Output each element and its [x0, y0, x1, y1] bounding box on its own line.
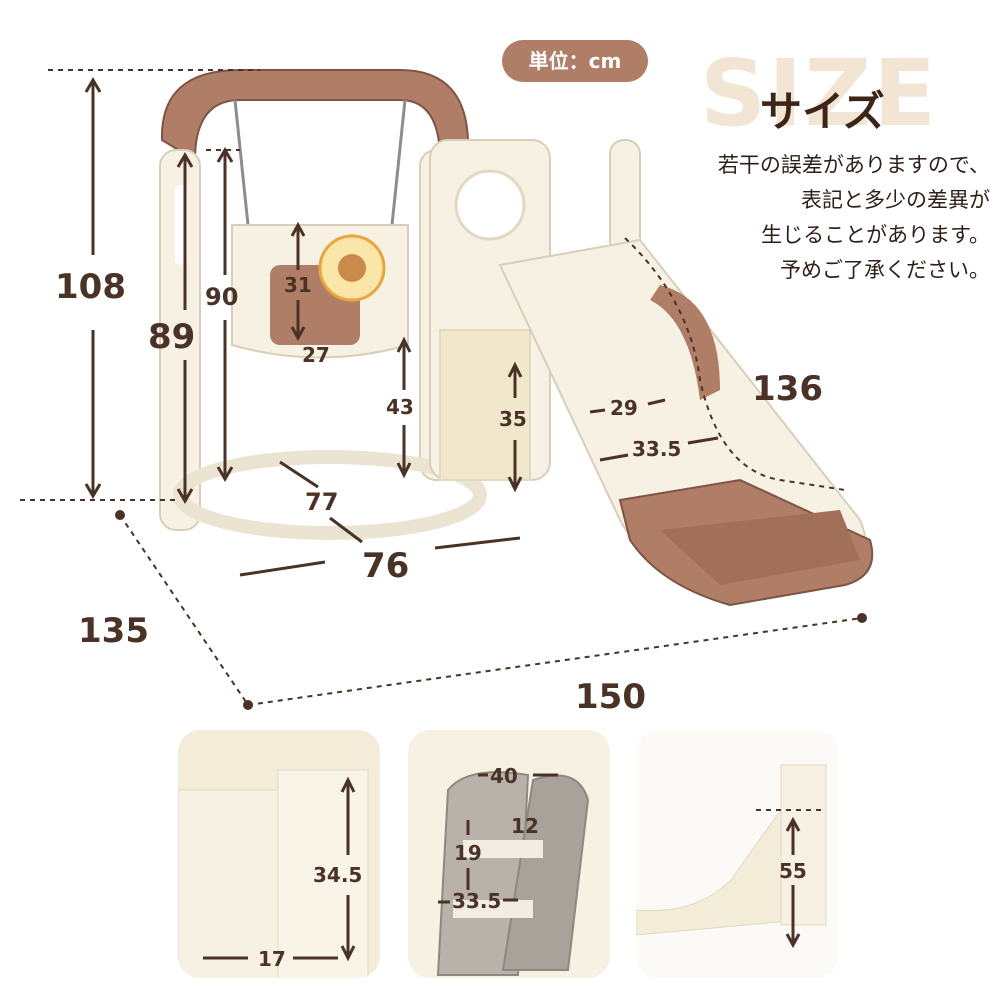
dim-pillar-height: 89 [148, 317, 195, 357]
dim-slide-panel-height: 55 [779, 859, 807, 883]
detail-panel-platform: 34.5 17 [178, 730, 380, 978]
dim-ladder-step-depth: 12 [511, 814, 539, 838]
dim-slide-inner-width: 29 [610, 396, 638, 420]
dim-height-total: 108 [55, 267, 126, 307]
dim-ladder-top-width: 40 [490, 764, 518, 788]
dim-seat-to-ground: 43 [386, 395, 414, 419]
size-background-text: SIZE [700, 40, 939, 147]
slide [498, 238, 874, 607]
detail-panel-slide: 55 [636, 730, 838, 978]
dim-platform-height: 35 [499, 407, 527, 431]
dim-platform-panel-height: 34.5 [313, 863, 362, 887]
notice-line: 生じることがあります。 [761, 223, 990, 247]
notice-line: 表記と多少の差異が [801, 188, 990, 212]
size-title: サイズ [760, 87, 885, 136]
dim-slide-outer-width: 33.5 [632, 437, 681, 461]
dim-platform-panel-width: 17 [258, 947, 286, 971]
dim-base-width: 76 [362, 546, 409, 586]
dim-base-diag: 77 [305, 488, 338, 516]
dim-swing-height: 90 [205, 283, 238, 311]
notice-line: 予めご了承ください。 [780, 258, 990, 282]
notice-line: 若干の誤差がありますので、 [717, 153, 990, 177]
detail-panel-ladder: 40 12 19 33.5 [408, 730, 610, 978]
dim-depth: 135 [78, 611, 149, 651]
dim-slide-length: 136 [752, 369, 823, 409]
dim-seat-back: 31 [284, 273, 312, 297]
notice-text: 若干の誤差がありますので、 表記と多少の差異が 生じることがあります。 予めご了… [660, 148, 990, 288]
unit-badge: 単位：cm [502, 40, 648, 82]
swing-seat [231, 99, 409, 359]
dim-ladder-bottom-width: 33.5 [452, 889, 501, 913]
dim-ladder-step-height: 19 [454, 841, 482, 865]
dim-seat-width: 27 [302, 343, 330, 367]
dim-length: 150 [575, 677, 646, 717]
